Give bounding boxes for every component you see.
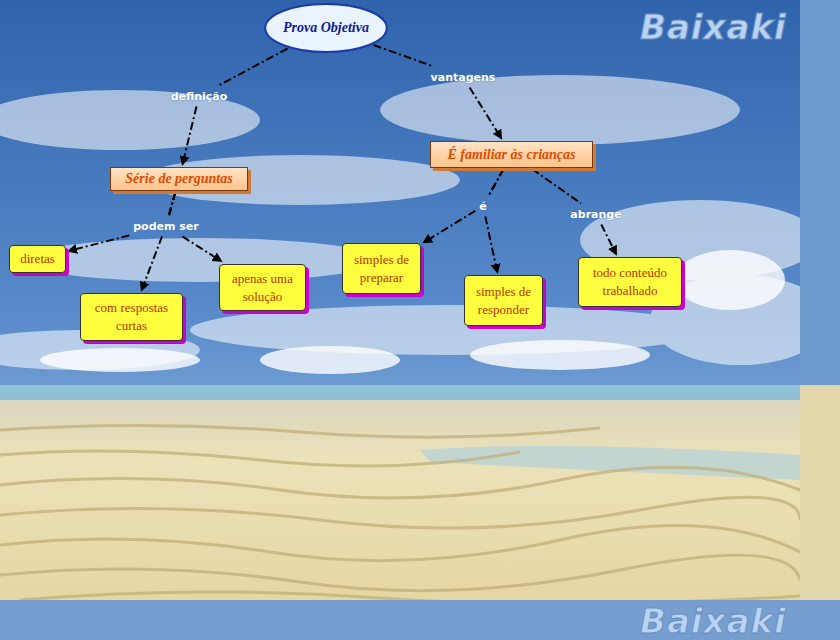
edge-label: podem ser — [133, 220, 199, 233]
dashed-arrow — [424, 169, 504, 242]
edge-label: definição — [171, 90, 228, 103]
concept-box: todo conteúdo trabalhado — [578, 257, 682, 307]
watermark: Baixaki — [640, 604, 787, 638]
node-text: simples de responder — [471, 283, 536, 318]
edge-label: é — [479, 200, 486, 213]
concept-box: simples de responder — [464, 275, 543, 326]
dashed-arrow — [374, 45, 502, 138]
dashed-arrow — [485, 169, 503, 272]
node-text: todo conteúdo trabalhado — [585, 264, 675, 299]
node-text: Prova Objetiva — [283, 20, 369, 36]
node-text: apenas uma solução — [226, 270, 299, 305]
category-box: É familiar às crianças — [430, 141, 593, 168]
category-box: Série de perguntas — [110, 167, 248, 191]
dashed-arrow — [142, 192, 176, 290]
concept-box: apenas uma solução — [219, 264, 306, 311]
dashed-arrow — [183, 49, 288, 164]
concept-box: diretas — [9, 245, 66, 273]
node-text: É familiar às crianças — [448, 147, 576, 163]
node-text: simples de preparar — [349, 251, 414, 286]
watermark: Baixaki — [640, 10, 787, 44]
node-text: com respostas curtas — [87, 299, 176, 334]
edge-label: vantagens — [431, 71, 496, 84]
concept-box: com respostas curtas — [80, 293, 183, 341]
node-text: Série de perguntas — [125, 171, 232, 187]
root-ellipse: Prova Objetiva — [264, 3, 388, 53]
concept-box: simples de preparar — [342, 243, 421, 294]
node-text: diretas — [20, 250, 55, 268]
edge-label: abrange — [570, 208, 621, 221]
